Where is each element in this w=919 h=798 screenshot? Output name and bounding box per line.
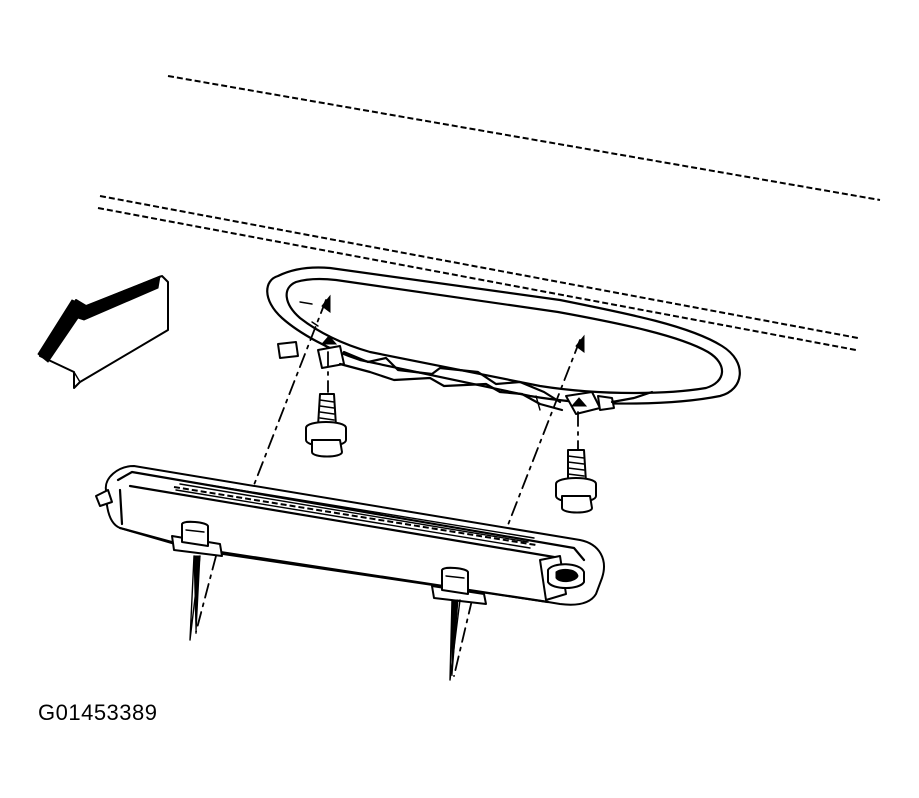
figure-id-label: G01453389 bbox=[38, 700, 158, 725]
bezel-inner bbox=[285, 277, 724, 395]
harness-clip-left bbox=[277, 341, 299, 359]
lamp-lens-pattern bbox=[173, 486, 537, 546]
leader-stud-right bbox=[453, 599, 473, 677]
lamp-top-edge bbox=[116, 470, 586, 562]
mounting-stud-right bbox=[431, 566, 487, 681]
lamp-housing bbox=[104, 465, 605, 606]
stop-lamp-assembly bbox=[95, 465, 605, 681]
bolt-right bbox=[555, 449, 597, 514]
leader-stud-left bbox=[195, 555, 217, 633]
mounting-stud-left bbox=[171, 520, 223, 641]
bolt-left bbox=[305, 393, 347, 458]
lamp-lens-edge bbox=[128, 484, 562, 560]
roof-edge-line-lower bbox=[97, 207, 857, 351]
attachment-arrows bbox=[320, 294, 588, 407]
bezel-outer bbox=[266, 266, 741, 405]
harness-wire-lower bbox=[338, 362, 564, 412]
roof-panel-lines bbox=[97, 75, 881, 351]
roof-edge-line-middle bbox=[99, 195, 859, 339]
lamp-tab-left bbox=[95, 489, 113, 507]
lamp-mounting-bezel bbox=[266, 266, 741, 405]
harness-clip-right bbox=[597, 395, 615, 411]
leader-left-top bbox=[251, 299, 327, 491]
harness-wire-upper bbox=[342, 350, 562, 404]
bolt-icon bbox=[305, 393, 597, 514]
direction-arrow-icon bbox=[37, 275, 169, 389]
roof-edge-line-top bbox=[167, 75, 881, 201]
alignment-leaders bbox=[195, 299, 581, 677]
leader-right-top bbox=[505, 339, 581, 531]
